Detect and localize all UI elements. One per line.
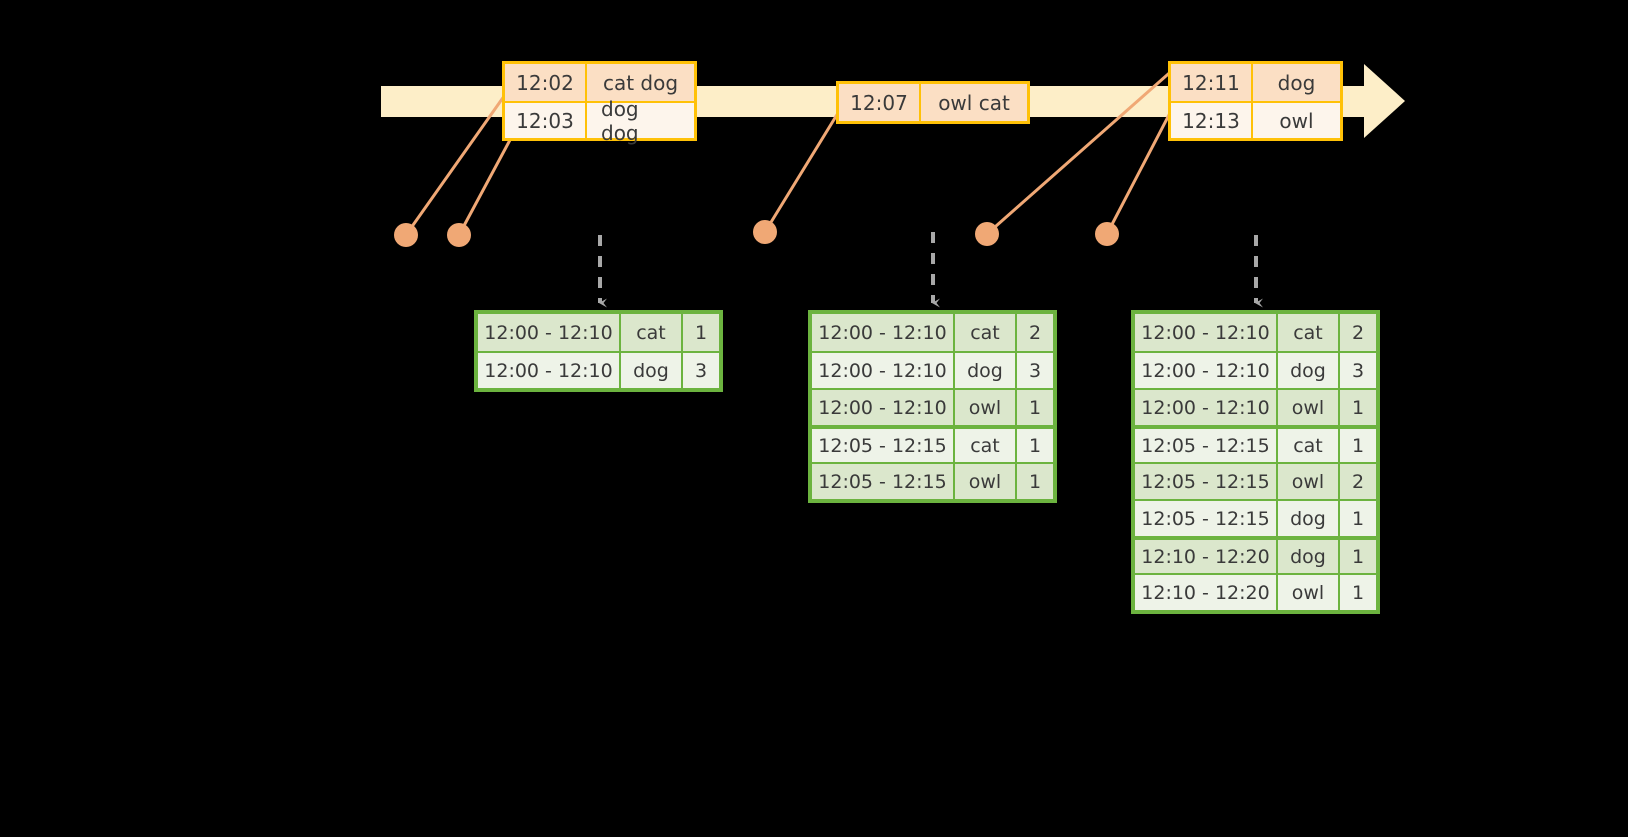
count-cell: 1 — [1351, 545, 1365, 568]
window-cell: 12:00 - 12:10 — [812, 390, 955, 425]
key-cell: dog — [1278, 353, 1340, 388]
connector-line-2 — [457, 123, 520, 237]
count-cell: 3 — [1351, 359, 1365, 382]
marker-dot-3 — [753, 220, 777, 244]
key-cell: dog — [621, 353, 683, 388]
window-cell: 12:00 - 12:10 — [1135, 390, 1278, 425]
count-cell: 1 — [694, 321, 708, 344]
key-cell: owl — [1278, 390, 1340, 425]
key-cell: owl — [1278, 575, 1340, 610]
event-text: owl cat — [921, 84, 1027, 121]
count-cell: 3 — [1028, 359, 1042, 382]
event-text: dog dog — [587, 97, 694, 145]
window-cell: 12:10 - 12:20 — [1135, 575, 1278, 610]
event-text: owl — [1253, 103, 1340, 138]
event-time: 12:03 — [505, 103, 587, 138]
window-cell: 12:00 - 12:10 — [478, 314, 621, 351]
key-cell: cat — [621, 314, 683, 351]
window-cell: 12:00 - 12:10 — [1135, 353, 1278, 388]
window-cell: 12:05 - 12:15 — [1135, 464, 1278, 499]
window-cell: 12:00 - 12:10 — [812, 353, 955, 388]
count-cell: 1 — [1351, 507, 1365, 530]
event-text: cat dog — [587, 64, 694, 101]
count-cell: 2 — [1351, 470, 1365, 493]
connector-line-3 — [763, 111, 840, 234]
key-cell: dog — [1278, 540, 1340, 573]
window-cell: 12:10 - 12:20 — [1135, 540, 1278, 573]
window-cell: 12:05 - 12:15 — [1135, 429, 1278, 462]
window-cell: 12:05 - 12:15 — [1135, 501, 1278, 536]
key-cell: cat — [1278, 429, 1340, 462]
count-cell: 1 — [1028, 434, 1042, 457]
count-cell: 2 — [1351, 321, 1365, 344]
connector-line-5 — [1105, 111, 1172, 236]
event-time: 12:07 — [839, 84, 921, 121]
window-cell: 12:00 - 12:10 — [1135, 314, 1278, 351]
count-cell: 1 — [1351, 396, 1365, 419]
marker-dot-4 — [975, 222, 999, 246]
count-cell: 1 — [1028, 470, 1042, 493]
marker-dot-5 — [1095, 222, 1119, 246]
window-cell: 12:00 - 12:10 — [478, 353, 621, 388]
key-cell: cat — [955, 429, 1017, 462]
window-cell: 12:05 - 12:15 — [812, 429, 955, 462]
count-cell: 2 — [1028, 321, 1042, 344]
count-cell: 3 — [694, 359, 708, 382]
count-cell: 1 — [1351, 434, 1365, 457]
key-cell: dog — [955, 353, 1017, 388]
window-cell: 12:00 - 12:10 — [812, 314, 955, 351]
timeline-arrowhead-icon — [1364, 64, 1405, 138]
event-time: 12:13 — [1171, 103, 1253, 138]
event-text: dog — [1253, 64, 1340, 101]
key-cell: owl — [955, 390, 1017, 425]
event-time: 12:02 — [505, 64, 587, 101]
key-cell: owl — [1278, 464, 1340, 499]
window-cell: 12:05 - 12:15 — [812, 464, 955, 499]
count-cell: 1 — [1351, 581, 1365, 604]
marker-dot-2 — [447, 223, 471, 247]
key-cell: owl — [955, 464, 1017, 499]
key-cell: dog — [1278, 501, 1340, 536]
count-cell: 1 — [1028, 396, 1042, 419]
key-cell: cat — [1278, 314, 1340, 351]
event-time: 12:11 — [1171, 64, 1253, 101]
key-cell: cat — [955, 314, 1017, 351]
marker-dot-1 — [394, 223, 418, 247]
